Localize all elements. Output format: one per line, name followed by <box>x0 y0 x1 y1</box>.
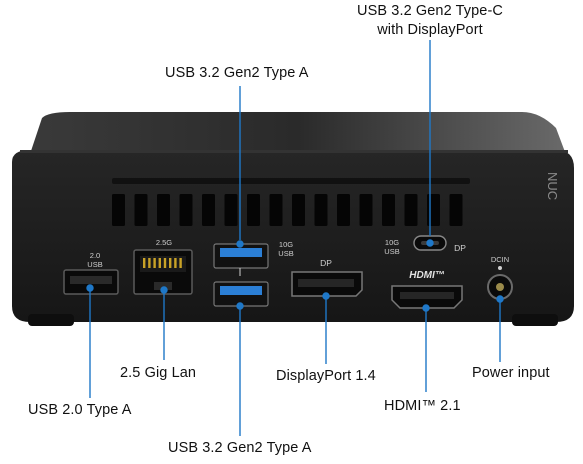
usb3-marking-bottom: USB <box>278 249 293 258</box>
chassis-foot-left <box>28 314 74 326</box>
vent-slot <box>449 194 463 226</box>
callout-usb3-top: USB 3.2 Gen2 Type A <box>165 65 309 81</box>
lan-contacts <box>143 258 182 268</box>
vent-slot <box>404 194 418 226</box>
callout-lan: 2.5 Gig Lan <box>120 365 197 381</box>
vent-slot <box>112 194 125 226</box>
typec-marking-top: 10G <box>385 238 399 247</box>
lan-marking: 2.5G <box>156 238 172 247</box>
vent-slot <box>202 194 215 226</box>
chassis-foot-right <box>512 314 558 326</box>
vent-slot <box>427 194 440 226</box>
dp-marking: DP <box>320 258 332 268</box>
typec-dp-marking: DP <box>454 243 466 253</box>
dcin-marking: DCIN <box>491 255 509 264</box>
lan-pin <box>163 258 167 268</box>
vent-slot <box>359 194 373 226</box>
usb3-marking-top: 10G <box>279 240 293 249</box>
hdmi-marking: HDMI™ <box>409 270 445 281</box>
callout-hdmi: HDMI™ 2.1 <box>384 398 461 414</box>
lan-pin <box>143 258 146 268</box>
vent-slot <box>314 194 328 226</box>
usb2-marking-top: 2.0 <box>90 251 100 260</box>
vent-slot <box>337 194 350 226</box>
typec-marking-bottom: USB <box>384 247 399 256</box>
callout-typec-line2: with DisplayPort <box>377 22 483 38</box>
lan-pin <box>148 258 151 268</box>
vent-slot <box>292 194 305 226</box>
vent-slot <box>157 194 170 226</box>
callout-displayport: DisplayPort 1.4 <box>276 368 376 384</box>
lan-pin <box>158 258 161 268</box>
vent-slot <box>179 194 193 226</box>
vent-slot <box>382 194 395 226</box>
lan-pin <box>169 258 172 268</box>
vent-grille <box>112 194 463 226</box>
chassis-top <box>28 112 568 160</box>
callout-usb2: USB 2.0 Type A <box>28 402 132 418</box>
callout-power: Power input <box>472 365 550 381</box>
usb2-marking-bottom: USB <box>87 260 102 269</box>
vent-slot <box>247 194 260 226</box>
vent-slot <box>224 194 238 226</box>
lan-pin <box>153 258 156 268</box>
lan-pin <box>174 258 177 268</box>
callout-typec-line1: USB 3.2 Gen2 Type-C <box>357 3 503 19</box>
callout-typec: USB 3.2 Gen2 Type-C with DisplayPort <box>330 2 530 40</box>
nuc-logo: NUC <box>545 172 560 200</box>
lan-pin <box>179 258 182 268</box>
vent-slot <box>269 194 283 226</box>
vent-slot <box>134 194 148 226</box>
callout-usb3-bottom: USB 3.2 Gen2 Type A <box>168 440 312 456</box>
